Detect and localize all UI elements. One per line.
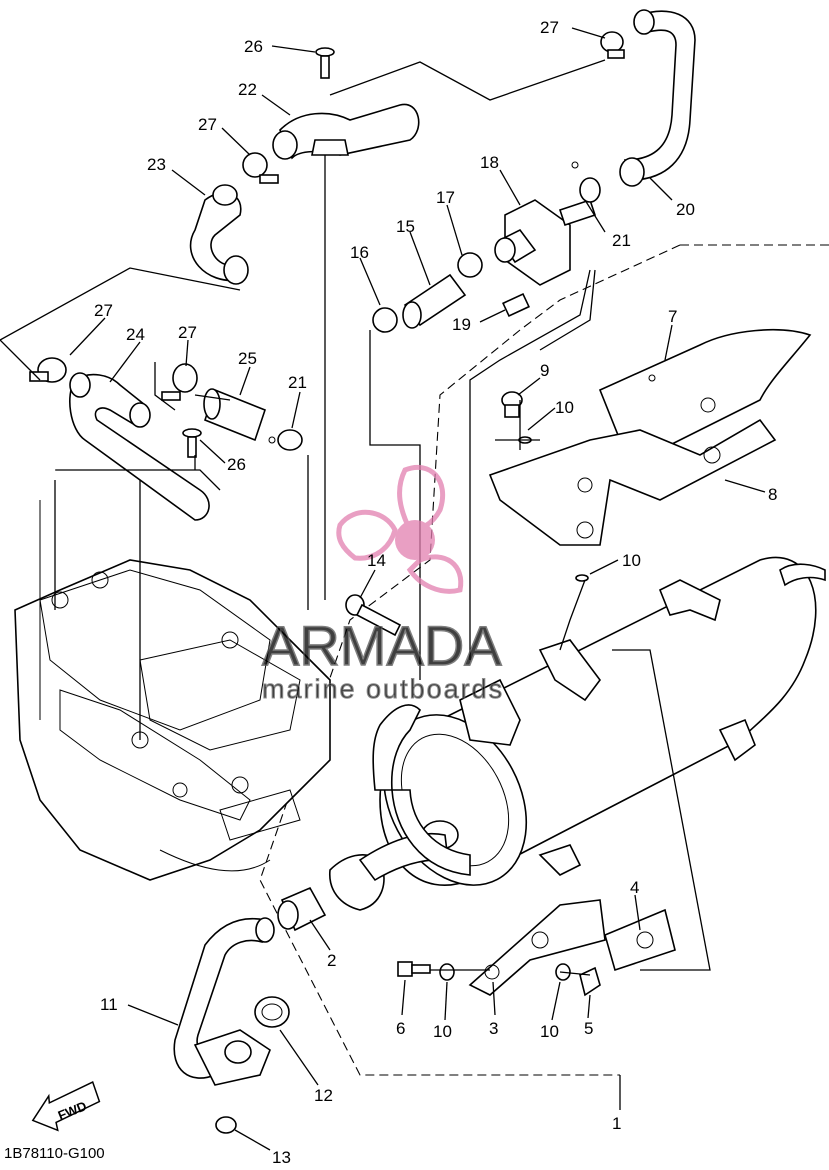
watermark: ARMADA marine outboards bbox=[261, 464, 504, 705]
callout-1: 1 bbox=[612, 1114, 621, 1133]
callout-25: 25 bbox=[238, 349, 257, 368]
callout-14: 14 bbox=[367, 551, 386, 570]
muffler-bracket-side bbox=[538, 639, 601, 702]
clamp-21-top bbox=[571, 161, 601, 203]
hose-20 bbox=[619, 9, 696, 187]
muffler-mount bbox=[459, 678, 521, 746]
callout-10-a: 10 bbox=[555, 398, 574, 417]
bolt-14 bbox=[345, 594, 402, 637]
callout-10-b: 10 bbox=[622, 551, 641, 570]
exhaust-pipe-11 bbox=[173, 917, 275, 1086]
callout-11: 11 bbox=[100, 995, 118, 1014]
callout-5: 5 bbox=[584, 1019, 593, 1038]
bolt-19 bbox=[502, 292, 530, 318]
callout-3: 3 bbox=[489, 1019, 498, 1038]
screw-26-left bbox=[182, 428, 202, 458]
propeller-logo bbox=[336, 464, 464, 594]
callout-17: 17 bbox=[436, 188, 455, 207]
callout-6: 6 bbox=[396, 1019, 405, 1038]
washer-10-b bbox=[575, 574, 589, 582]
heat-protector-8 bbox=[488, 418, 777, 546]
fwd-arrow: FWD bbox=[31, 1081, 101, 1132]
callout-10-d: 10 bbox=[540, 1022, 559, 1041]
joint-2 bbox=[277, 886, 327, 932]
callout-23: 23 bbox=[147, 155, 166, 174]
muffler-bracket-top bbox=[658, 579, 721, 622]
callout-24: 24 bbox=[126, 325, 145, 344]
hose-24 bbox=[69, 372, 210, 521]
callout-7: 7 bbox=[668, 307, 677, 326]
plate-4 bbox=[604, 908, 676, 972]
callout-15: 15 bbox=[396, 217, 415, 236]
leader-lines bbox=[69, 27, 766, 1151]
hose-22 bbox=[272, 103, 420, 160]
callout-20: 20 bbox=[676, 200, 695, 219]
bracket-3 bbox=[468, 899, 606, 996]
callout-8: 8 bbox=[768, 485, 777, 504]
clamp-17 bbox=[457, 252, 483, 278]
callout-27-mid: 27 bbox=[198, 115, 217, 134]
callout-27-right: 27 bbox=[178, 323, 197, 342]
bolt-9 bbox=[501, 391, 523, 418]
bolt-13 bbox=[215, 1116, 237, 1134]
clamp-27-left bbox=[29, 357, 67, 383]
callout-9: 9 bbox=[540, 361, 549, 380]
clamp-21-left bbox=[268, 429, 303, 451]
callout-16: 16 bbox=[350, 243, 369, 262]
gasket-12 bbox=[254, 996, 290, 1028]
washer-10-c bbox=[439, 963, 455, 981]
callout-4: 4 bbox=[630, 878, 639, 897]
engine-block bbox=[14, 469, 331, 881]
callout-26-top: 26 bbox=[244, 37, 263, 56]
callout-12: 12 bbox=[314, 1086, 333, 1105]
heat-protector-7 bbox=[598, 329, 812, 461]
watermark-tagline: marine outboards bbox=[262, 674, 504, 704]
callout-22: 22 bbox=[238, 80, 257, 99]
callout-21-top: 21 bbox=[612, 231, 631, 250]
clamp-27-mid bbox=[242, 152, 279, 184]
callout-27-top: 27 bbox=[540, 18, 559, 37]
assembly-1-boundary-left bbox=[259, 244, 681, 1076]
connection-lines bbox=[0, 59, 711, 976]
reed-valve-18 bbox=[494, 198, 597, 286]
callout-27-left: 27 bbox=[94, 301, 113, 320]
clamp-16 bbox=[372, 307, 398, 333]
bolt-6 bbox=[397, 961, 431, 977]
callout-13: 13 bbox=[272, 1148, 291, 1165]
watermark-brand: ARMADA bbox=[262, 614, 502, 677]
callout-2: 2 bbox=[327, 951, 336, 970]
hose-23 bbox=[189, 184, 249, 285]
muffler-body bbox=[329, 556, 826, 911]
callout-10-c: 10 bbox=[433, 1022, 452, 1041]
callout-21-left: 21 bbox=[288, 373, 307, 392]
callout-labels: 26 22 27 23 27 20 18 21 17 15 16 19 27 2… bbox=[94, 18, 777, 1167]
hose-25 bbox=[203, 388, 266, 442]
callout-19: 19 bbox=[452, 315, 471, 334]
drawing-code: 1B78110-G100 bbox=[4, 1145, 105, 1162]
hose-15 bbox=[402, 273, 467, 329]
clamp-27-right bbox=[161, 363, 198, 401]
screw-26-top bbox=[315, 47, 335, 79]
grommet-5 bbox=[579, 966, 601, 997]
callout-18: 18 bbox=[480, 153, 499, 172]
callout-26-left: 26 bbox=[227, 455, 246, 474]
clamp-27-top bbox=[600, 31, 625, 59]
